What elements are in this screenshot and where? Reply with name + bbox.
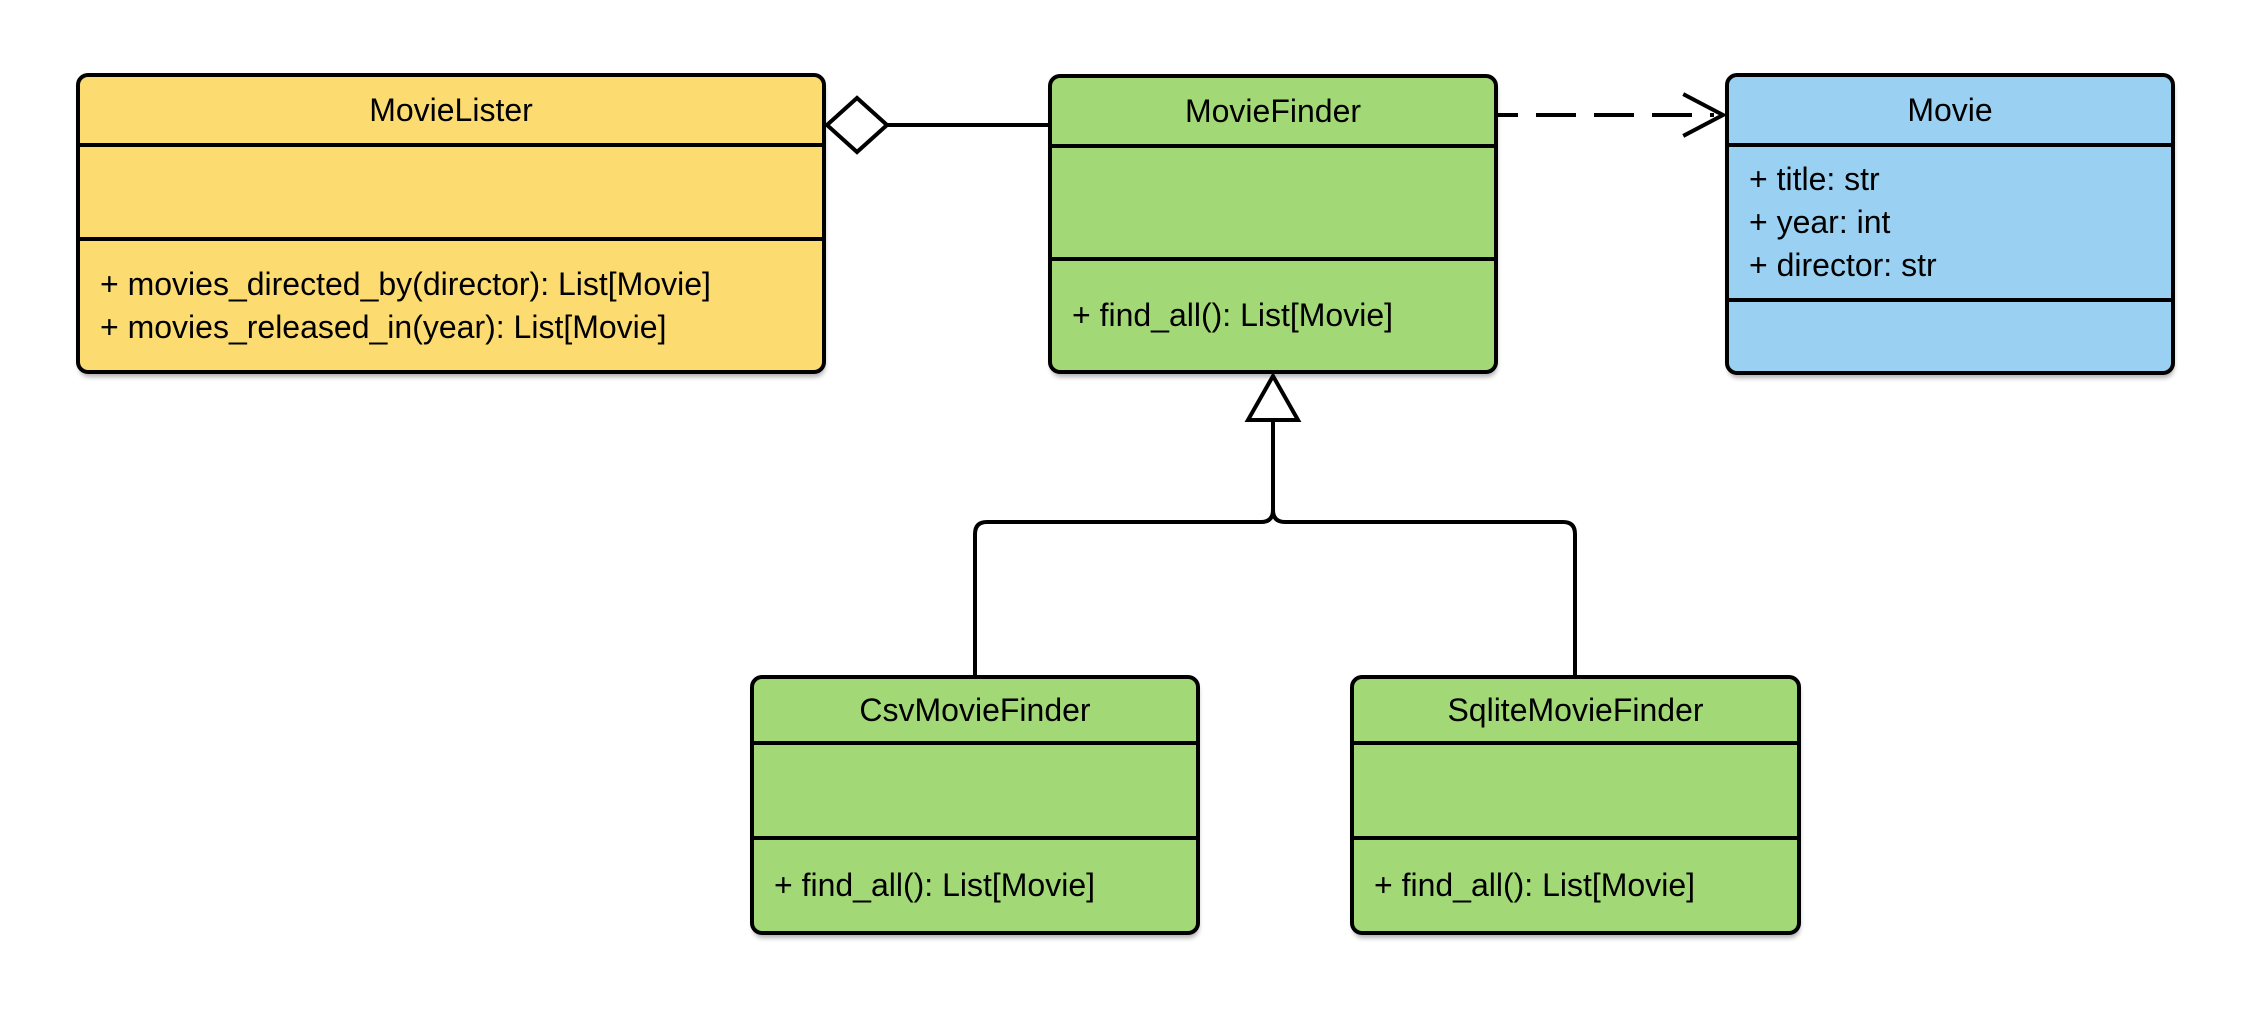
class-title: MovieLister (80, 77, 822, 147)
method-item: + movies_released_in(year): List[Movie] (100, 308, 667, 345)
inheritance-line-left (973, 420, 1275, 677)
methods-compartment (1729, 302, 2171, 371)
methods-compartment: + movies_directed_by(director): List[Mov… (80, 241, 822, 370)
attributes-compartment (80, 147, 822, 241)
dependency-arrowhead-icon (1682, 92, 1728, 138)
methods-compartment: + find_all(): List[Movie] (1052, 261, 1494, 370)
class-box-movielister: MovieLister + movies_directed_by(directo… (76, 73, 826, 374)
class-title: SqliteMovieFinder (1354, 679, 1797, 745)
class-box-moviefinder: MovieFinder + find_all(): List[Movie] (1048, 74, 1498, 374)
aggregation-connector (824, 95, 1050, 155)
class-title: Movie (1729, 77, 2171, 147)
attribute-item: + year: int (1749, 204, 1891, 240)
attribute-item: + title: str (1749, 161, 1880, 197)
method-item: + find_all(): List[Movie] (1374, 867, 1696, 903)
class-box-csvmoviefinder: CsvMovieFinder + find_all(): List[Movie] (750, 675, 1200, 935)
method-item: + find_all(): List[Movie] (774, 867, 1096, 903)
methods-compartment: + find_all(): List[Movie] (754, 840, 1196, 931)
class-box-sqlitemoviefinder: SqliteMovieFinder + find_all(): List[Mov… (1350, 675, 1801, 935)
inheritance-connector (973, 371, 1577, 677)
class-box-movie: Movie + title: str + year: int + directo… (1725, 73, 2175, 375)
attributes-compartment (754, 745, 1196, 840)
attributes-compartment (1354, 745, 1797, 840)
inheritance-line-right (1271, 420, 1577, 677)
methods-compartment: + find_all(): List[Movie] (1354, 840, 1797, 931)
class-title: CsvMovieFinder (754, 679, 1196, 745)
class-title: MovieFinder (1052, 78, 1494, 148)
aggregation-diamond-icon (824, 95, 890, 155)
method-item: + movies_directed_by(director): List[Mov… (100, 265, 711, 302)
inheritance-triangle-icon (1244, 371, 1302, 422)
attributes-compartment (1052, 148, 1494, 261)
dependency-connector (1498, 92, 1728, 138)
attributes-compartment: + title: str + year: int + director: str (1729, 147, 2171, 302)
attribute-item: + director: str (1749, 247, 1937, 283)
method-item: + find_all(): List[Movie] (1072, 297, 1394, 333)
